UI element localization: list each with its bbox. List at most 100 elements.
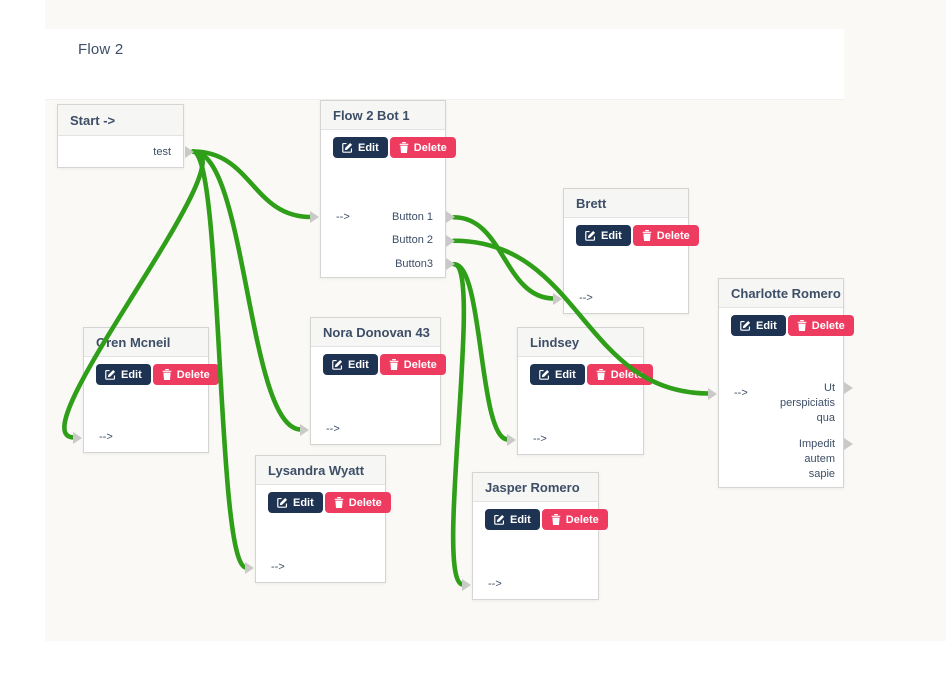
input-port-row: -->	[462, 573, 502, 596]
node-actions: Edit Delete	[333, 137, 456, 158]
trash-icon	[551, 514, 561, 525]
node-actions: Edit Delete	[268, 492, 391, 513]
input-port[interactable]	[310, 211, 319, 223]
input-port[interactable]	[507, 433, 516, 446]
node-title: Brett	[564, 189, 688, 218]
input-port[interactable]	[553, 292, 562, 305]
trash-icon	[797, 320, 807, 331]
node-actions: Edit Delete	[96, 364, 219, 385]
input-port[interactable]	[300, 423, 309, 436]
edit-button-label: Edit	[601, 229, 622, 242]
delete-button-label: Delete	[656, 229, 690, 242]
edit-button[interactable]: Edit	[96, 364, 151, 385]
input-label: -->	[99, 431, 113, 443]
node-body: Edit Delete -->	[245, 492, 391, 589]
output-label: Button 1	[392, 210, 433, 223]
node-body: Edit Delete -->	[507, 364, 653, 461]
delete-button-label: Delete	[565, 513, 599, 526]
input-port-row: -->	[507, 428, 547, 451]
edit-pencil-icon	[342, 142, 353, 153]
flow-header-card: Flow 2	[45, 29, 844, 100]
output-row: Button 2	[321, 229, 455, 253]
edit-button[interactable]: Edit	[323, 354, 378, 375]
input-port-row: -->	[708, 382, 748, 405]
delete-button[interactable]: Delete	[586, 364, 653, 385]
node-title: Jasper Romero	[473, 473, 598, 502]
node-title: Start ->	[58, 105, 183, 136]
input-port-row: -->	[553, 287, 593, 310]
delete-button[interactable]: Delete	[324, 492, 391, 513]
delete-button[interactable]: Delete	[787, 315, 854, 336]
output-label: Ut perspiciatis qua	[779, 382, 835, 424]
output-port[interactable]	[446, 258, 455, 271]
output-port[interactable]	[446, 234, 455, 247]
output-label: test	[153, 146, 171, 158]
output-port[interactable]	[844, 438, 853, 450]
edit-button-label: Edit	[348, 358, 369, 371]
trash-icon	[642, 230, 652, 241]
flow-title: Flow 2	[78, 41, 124, 58]
trash-icon	[389, 359, 399, 370]
edit-button[interactable]: Edit	[576, 225, 631, 246]
output-row: Impedit autem sapie	[765, 437, 853, 482]
node-start[interactable]: Start -> test	[57, 104, 194, 168]
node-title: Charlotte Romero	[719, 279, 843, 308]
input-port[interactable]	[245, 561, 254, 574]
delete-button[interactable]: Delete	[541, 509, 608, 530]
node-body: Edit Delete -->	[553, 225, 699, 320]
edit-button[interactable]: Edit	[731, 315, 786, 336]
node-title: Flow 2 Bot 1	[321, 101, 445, 130]
input-label: -->	[336, 210, 350, 223]
delete-button[interactable]: Delete	[152, 364, 219, 385]
node-actions: Edit Delete	[530, 364, 653, 385]
output-row: Ut perspiciatis qua	[765, 381, 853, 426]
input-port-row: -->	[310, 206, 350, 229]
node-title: Lindsey	[518, 328, 643, 357]
delete-button-label: Delete	[176, 368, 210, 381]
edit-button[interactable]: Edit	[268, 492, 323, 513]
output-port[interactable]	[446, 211, 455, 224]
trash-icon	[334, 497, 344, 508]
node-body: Edit Delete -->	[73, 364, 219, 459]
input-label: -->	[488, 578, 502, 590]
delete-button[interactable]: Delete	[389, 137, 456, 158]
output-row: Button 1	[321, 206, 455, 230]
output-port[interactable]	[185, 145, 194, 158]
edit-button-label: Edit	[358, 141, 379, 154]
input-port[interactable]	[73, 431, 82, 444]
delete-button[interactable]: Delete	[632, 225, 699, 246]
delete-button-label: Delete	[403, 358, 437, 371]
edit-button-label: Edit	[510, 513, 531, 526]
input-port[interactable]	[708, 387, 717, 400]
edit-button-label: Edit	[293, 496, 314, 509]
edit-button[interactable]: Edit	[530, 364, 585, 385]
output-port[interactable]	[844, 382, 853, 394]
input-label: -->	[533, 433, 547, 445]
delete-button[interactable]: Delete	[379, 354, 446, 375]
input-port-row: -->	[245, 556, 285, 579]
delete-button-label: Delete	[811, 319, 845, 332]
edit-button[interactable]: Edit	[333, 137, 388, 158]
edit-button[interactable]: Edit	[485, 509, 540, 530]
output-label: Impedit autem sapie	[798, 438, 835, 480]
node-actions: Edit Delete	[485, 509, 608, 530]
node-actions: Edit Delete	[576, 225, 699, 246]
delete-button-label: Delete	[413, 141, 447, 154]
input-port[interactable]	[462, 578, 471, 591]
trash-icon	[399, 142, 409, 153]
input-label: -->	[271, 561, 285, 573]
edit-button-label: Edit	[756, 319, 777, 332]
delete-button-label: Delete	[610, 368, 644, 381]
